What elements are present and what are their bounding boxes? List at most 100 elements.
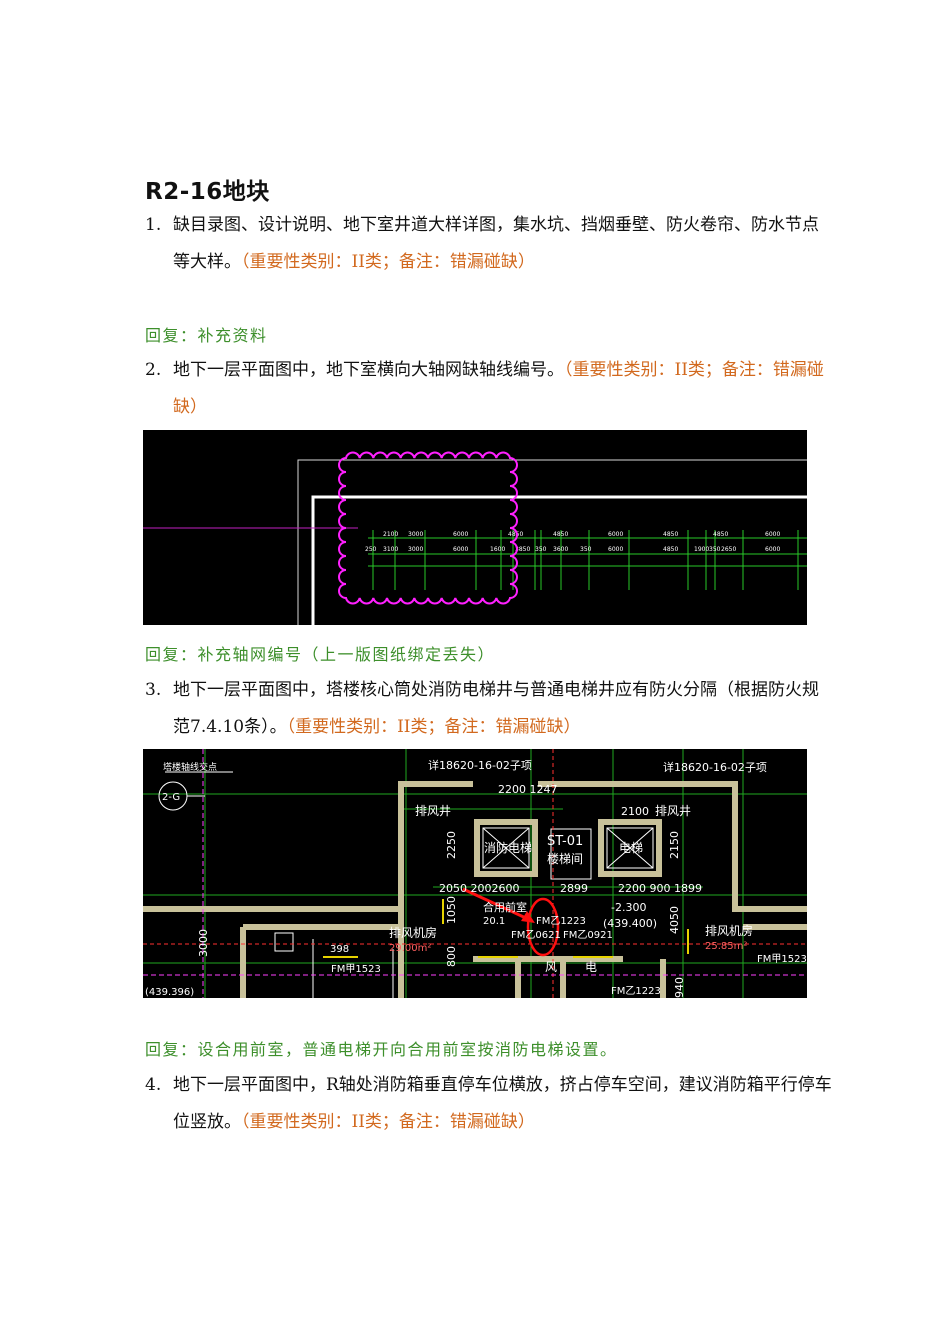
stair-code: ST-01 — [547, 834, 583, 849]
dim-label: 3100 — [383, 546, 398, 553]
door-tag: FM乙0621 — [511, 929, 561, 941]
dim-label: 2100 — [383, 531, 398, 538]
item-number: 4. — [145, 1075, 162, 1095]
annotation-arrow-head — [521, 911, 535, 923]
issue-item-4: 4. 地下一层平面图中，R轴处消防箱垂直停车位横放，挤占停车空间，建议消防箱平行… — [145, 1067, 835, 1141]
room-label: 电 — [585, 960, 597, 974]
item-body: 缺目录图、设计说明、地下室井道大样详图，集水坑、挡烟垂壁、防火卷帘、防水节点等大… — [173, 207, 835, 281]
room-label: 排风机房 — [389, 925, 437, 940]
dims-row-2: 250 3100 3000 6000 1600 3850 350 3600 35… — [365, 546, 780, 553]
severity-note: （重要性类别：II类；备注：错漏碰缺） — [286, 717, 581, 737]
item-text: 地下一层平面图中，地下室横向大轴网缺轴线编号。 — [173, 360, 564, 380]
dim-label: 3850 — [515, 546, 530, 553]
severity-note: （重要性类别：II类；备注：错漏碰缺） — [241, 252, 535, 272]
dim-label: 4050 — [668, 906, 681, 934]
area-labels-red: 29.00m² 25.85m² — [389, 941, 747, 954]
hidden-lines — [143, 749, 807, 998]
dim-label: 2200 1247 — [498, 783, 558, 796]
dim-label: 6000 — [453, 546, 468, 553]
dim-label: 1900 — [694, 546, 709, 553]
dim-label: 398 — [330, 944, 349, 955]
dim-label: 800 — [445, 946, 458, 967]
area-label: 20.1 — [483, 916, 505, 927]
dims-row-1: 2100 3000 6000 4850 4850 6000 4850 4850 … — [383, 531, 780, 538]
room-label: 风 — [545, 960, 557, 974]
dimension-ticks — [372, 530, 799, 590]
severity-note: （重要性类别：II类；备注：错漏碰缺） — [241, 1112, 535, 1132]
issue-item-2: 2. 地下一层平面图中，地下室横向大轴网缺轴线编号。（重要性类别：II类；备注：… — [145, 352, 835, 426]
cad-labels: 塔楼轴线交点 2-G 详18620-16-02子项 详18620-16-02子项… — [145, 758, 807, 998]
item-body: 地下一层平面图中，地下室横向大轴网缺轴线编号。（重要性类别：II类；备注：错漏碰… — [173, 352, 835, 426]
dim-label: 350 — [535, 546, 547, 553]
item-body: 地下一层平面图中，塔楼核心筒处消防电梯井与普通电梯井应有防火分隔（根据防火规范7… — [173, 672, 835, 746]
outline-line — [311, 495, 807, 625]
dim-label: 4850 — [663, 531, 678, 538]
room-label: 楼梯间 — [547, 851, 583, 866]
cad-drawing-2: 塔楼轴线交点 2-G 详18620-16-02子项 详18620-16-02子项… — [143, 749, 807, 998]
dim-label: 250 — [365, 546, 377, 553]
cad-screenshot-axis-grid: 2100 3000 6000 4850 4850 6000 4850 4850 … — [143, 430, 807, 625]
magenta-dashed — [143, 749, 807, 998]
dim-label: 2100 — [621, 805, 649, 818]
dim-label: 2150 — [668, 831, 681, 859]
dim-label: 350 — [580, 546, 592, 553]
reply-2: 回复：补充轴网编号（上一版图纸绑定丢失） — [145, 645, 496, 664]
dim-label: 6000 — [765, 531, 780, 538]
level-label: -2.300 — [611, 901, 646, 914]
room-label: 电梯 — [619, 841, 643, 855]
ref-note: 详18620-16-02子项 — [428, 758, 532, 772]
dim-label: 4850 — [713, 531, 728, 538]
issue-item-1: 1. 缺目录图、设计说明、地下室井道大样详图，集水坑、挡烟垂壁、防火卷帘、防水节… — [145, 207, 835, 281]
level-label: (439.396) — [145, 987, 194, 998]
walls — [143, 781, 807, 998]
dim-label: 3000 — [408, 546, 423, 553]
dim-label: 2050 2002600 — [439, 882, 519, 895]
cad-screenshot-core-tube: 塔楼轴线交点 2-G 详18620-16-02子项 详18620-16-02子项… — [143, 749, 807, 998]
item-number: 1. — [145, 215, 162, 235]
door-marks — [323, 899, 689, 958]
axis-tag: 2-G — [162, 792, 180, 803]
door-tag: FM乙1223 — [536, 915, 586, 927]
item-text: 地下一层平面图中，塔楼核心筒处消防电梯井与普通电梯井应有防火分隔（根据防火规范7… — [173, 680, 819, 737]
level-label: (439.400) — [603, 917, 657, 930]
annotation-arrow — [462, 887, 529, 921]
door-tag: FM甲1523 — [331, 964, 381, 975]
dim-label: 2200 900 1899 — [618, 882, 702, 895]
room-label: 排风机房 — [705, 923, 753, 938]
item-number: 2. — [145, 360, 162, 380]
room-label: 排风井 — [655, 804, 691, 818]
ref-note: 详18620-16-02子项 — [663, 760, 767, 774]
item-number: 3. — [145, 680, 162, 700]
door-tag: FM乙0921 — [563, 929, 613, 941]
severity-note: （重要性类别：II类；备注：错漏碰缺） — [173, 360, 824, 417]
dim-label: 3000 — [408, 531, 423, 538]
revision-cloud — [338, 451, 518, 605]
area-label: 29.00m² — [389, 943, 431, 954]
dim-label: 4850 — [663, 546, 678, 553]
dim-label: 4850 — [553, 531, 568, 538]
dim-label: 6000 — [765, 546, 780, 553]
door-tag: FM甲1523 — [757, 954, 807, 965]
dim-label: 1050 — [445, 896, 458, 924]
room-label: 消防电梯 — [484, 840, 532, 855]
door-tag: FM乙1223 — [611, 985, 661, 997]
dim-label: 6000 — [453, 531, 468, 538]
reply-1: 回复：补充资料 — [145, 326, 268, 345]
dim-label: 940 — [673, 977, 686, 998]
dim-label: 350 — [709, 546, 721, 553]
item-text: 地下一层平面图中，R轴处消防箱垂直停车位横放，挤占停车空间，建议消防箱平行停车位… — [173, 1075, 832, 1132]
dim-label: 6000 — [608, 546, 623, 553]
item-text: 缺目录图、设计说明、地下室井道大样详图，集水坑、挡烟垂壁、防火卷帘、防水节点等大… — [173, 215, 819, 272]
dim-label: 2250 — [445, 831, 458, 859]
area-label: 25.85m² — [705, 941, 747, 952]
reply-3: 回复：设合用前室，普通电梯开向合用前室按消防电梯设置。 — [145, 1040, 618, 1059]
outline-line — [297, 459, 807, 625]
item-body: 地下一层平面图中，R轴处消防箱垂直停车位横放，挤占停车空间，建议消防箱平行停车位… — [173, 1067, 835, 1141]
annotation-ellipse — [526, 897, 560, 957]
dim-label: 1600 — [490, 546, 505, 553]
dim-label: 4850 — [508, 531, 523, 538]
inner-lines — [274, 827, 654, 998]
dim-label: 2650 — [721, 546, 736, 553]
cad-drawing-1: 2100 3000 6000 4850 4850 6000 4850 4850 … — [143, 451, 807, 625]
dim-label: 3000 — [197, 929, 210, 957]
